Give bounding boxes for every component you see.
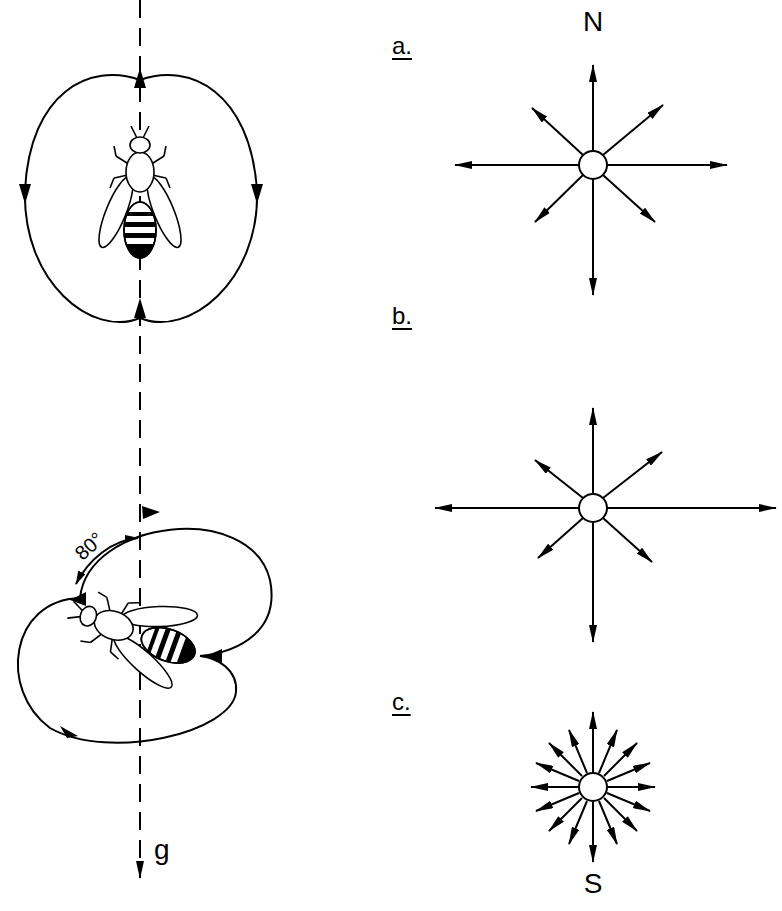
- panel-letter: a.: [392, 34, 412, 58]
- gravity-label: g: [154, 836, 170, 864]
- compass-label: N: [583, 8, 603, 36]
- compass-label: S: [584, 870, 603, 898]
- panel-letter: b.: [392, 304, 412, 328]
- panel-letter: c.: [392, 690, 411, 714]
